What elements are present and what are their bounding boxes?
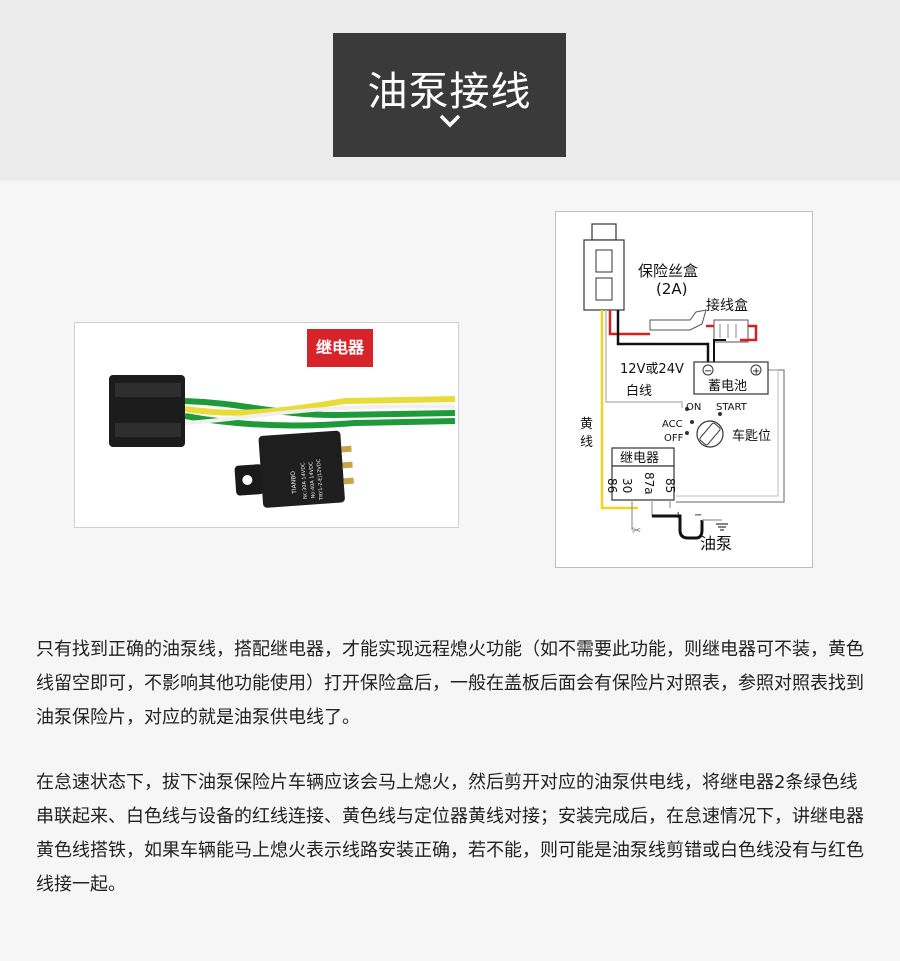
- yellow-wire-label: 线: [580, 435, 593, 450]
- relay-photo: 继电器 TIANBO Nc:30A 14VDC No:40A 14VDC TRY…: [74, 322, 459, 528]
- relay-badge: 继电器: [307, 329, 373, 367]
- relay-label-line: TRY1-2-E|12VDC: [316, 458, 325, 501]
- relay-label: 继电器: [620, 451, 659, 466]
- white-wire-label: 白线: [626, 383, 652, 399]
- relay-pin: 86: [605, 478, 619, 493]
- battery-plus: +: [752, 366, 760, 377]
- fuel-pump-label: 油泵: [700, 534, 732, 553]
- chevron-down-icon: [439, 114, 461, 128]
- key-start-label: START: [716, 402, 748, 413]
- fuse-box-label: 保险丝盒: [638, 262, 698, 280]
- voltage-label: 12V或24V: [620, 362, 684, 377]
- paragraph-fuel-pump-wire: 只有找到正确的油泵线，搭配继电器，才能实现远程熄火功能（如不需要此功能，则继电器…: [36, 639, 864, 728]
- relay-label-line: Nc:30A 14VDC: [300, 462, 309, 500]
- key-acc-label: ACC: [662, 419, 683, 430]
- junction-box-label: 接线盒: [706, 297, 748, 314]
- key-off-label: OFF: [664, 433, 684, 444]
- wiring-diagram: 保险丝盒 (2A) 接线盒 − + 蓄电池 12V或24V 白线 黄 线: [555, 211, 813, 568]
- relay-illustration: TIANBO Nc:30A 14VDC No:40A 14VDC TRY1-2-…: [109, 375, 456, 508]
- yellow-wire-label: 黄: [580, 417, 593, 432]
- key-on-label: ON: [686, 402, 701, 413]
- relay-label-line: No:40A 14VDC: [308, 461, 317, 499]
- pump-minus: −: [694, 510, 702, 521]
- relay-pin: 30: [620, 478, 634, 493]
- section-title: 油泵接线: [367, 69, 532, 115]
- battery-minus: −: [704, 366, 712, 377]
- relay-pin: 85: [663, 478, 677, 493]
- scissors-icon: ✂: [632, 524, 641, 537]
- battery-label: 蓄电池: [708, 379, 747, 394]
- relay-label-line: TIANBO: [290, 471, 299, 495]
- fuse-rating-label: (2A): [656, 280, 688, 298]
- key-position-label: 车匙位: [732, 428, 771, 444]
- section-title-box: 油泵接线: [333, 33, 566, 157]
- relay-pin: 87a: [642, 472, 656, 495]
- paragraph-installation-steps: 在怠速状态下，拔下油泵保险片车辆应该会马上熄火，然后剪开对应的油泵供电线，将继电…: [36, 772, 864, 895]
